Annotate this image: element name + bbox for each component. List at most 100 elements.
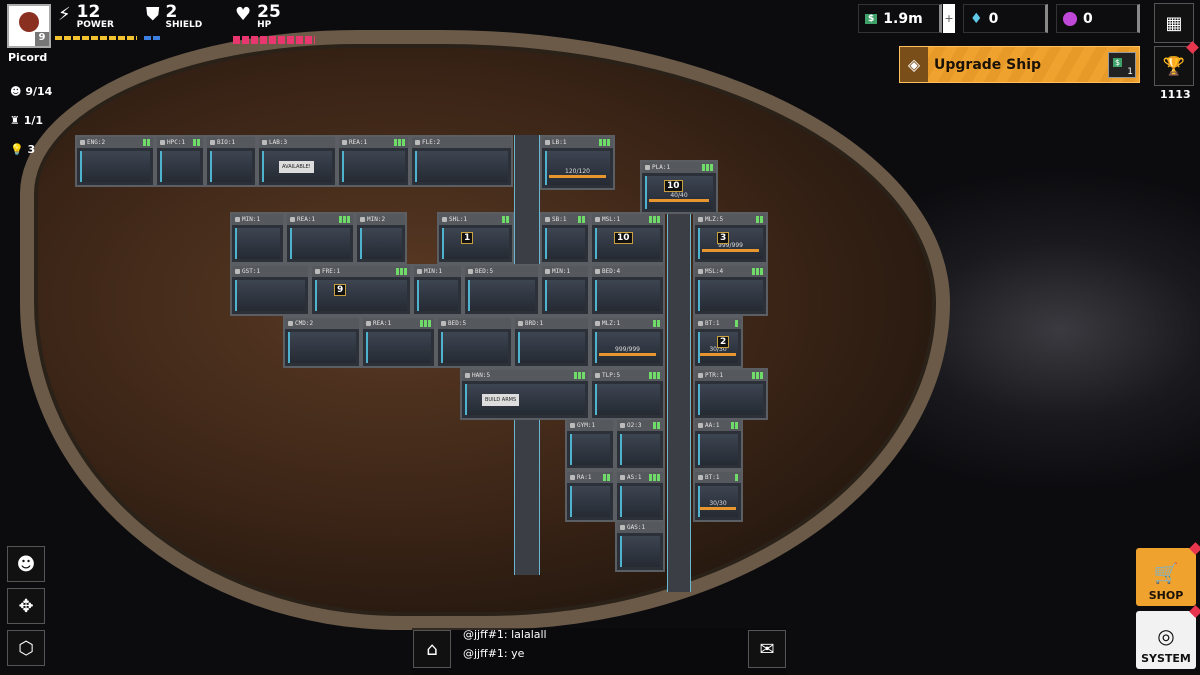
room-sb-1[interactable]: SB:1 [540, 212, 590, 264]
upgrade-cost: $1 [1108, 51, 1136, 78]
room-bed-5[interactable]: BED:5 [463, 264, 540, 316]
room-interior [360, 228, 402, 259]
room-interior [595, 280, 660, 311]
room-gym-1[interactable]: GYM:1 [565, 418, 615, 470]
room-sign: AVAILABLE! [279, 161, 314, 173]
shield-bar [144, 36, 160, 40]
shop-label: SHOP [1148, 589, 1184, 602]
heart-icon: ♥ [235, 4, 252, 25]
room-label: TLP:5 [592, 370, 663, 381]
room-label: HAN:5 [462, 370, 588, 381]
room-brd-1[interactable]: BRD:1 [513, 316, 590, 368]
research-button[interactable]: ✥ [7, 588, 45, 624]
room-rea-1[interactable]: REA:1 [337, 135, 410, 187]
room-bed-4[interactable]: BED:4 [590, 264, 665, 316]
room-interior [620, 486, 660, 517]
build-button[interactable]: ⬡ [7, 630, 45, 666]
room-power-indicator [731, 422, 738, 429]
room-power-indicator [143, 139, 150, 146]
gas-icon [1063, 11, 1077, 26]
chat-bar[interactable] [412, 628, 787, 675]
room-hp-bar: 30/30 [699, 501, 737, 510]
power-label: POWER [76, 20, 114, 30]
room-eng-2[interactable]: ENG:2 [75, 135, 155, 187]
room-mlz-1[interactable]: MLZ:1 999/999 [590, 316, 665, 368]
room-bio-1[interactable]: BIO:1 [205, 135, 257, 187]
room-ptr-1[interactable]: PTR:1 [693, 368, 768, 420]
trophy-button[interactable]: 🏆 [1154, 41, 1199, 86]
cube-icon: ⬡ [18, 637, 34, 659]
room-power-indicator [649, 216, 660, 223]
upgrade-icon: ◈ [900, 47, 928, 82]
room-msl-4[interactable]: MSL:4 [693, 264, 768, 316]
room-o2-3[interactable]: O2:3 [615, 418, 665, 470]
player-avatar[interactable]: 9 [7, 4, 51, 48]
room-min-1[interactable]: MIN:1 [540, 264, 590, 316]
add-money-button[interactable]: + [943, 4, 955, 33]
room-interior [698, 280, 763, 311]
room-label: MLZ:1 [592, 318, 663, 329]
crew-button[interactable]: ☻ [7, 546, 45, 582]
trophy-icon: 🏆 [1162, 55, 1186, 77]
room-power-indicator [653, 422, 660, 429]
room-interior [595, 332, 660, 363]
room-label: GAS:1 [617, 522, 663, 533]
shop-button[interactable]: 🛒 SHOP [1136, 542, 1200, 606]
player-name: Picord [8, 51, 48, 64]
room-label: BED:5 [465, 266, 538, 277]
room-gst-1[interactable]: GST:1 [230, 264, 310, 316]
player-level: 9 [35, 32, 49, 46]
power-value: 12 [76, 2, 101, 22]
shield-value: 2 [165, 2, 178, 22]
lightning-icon: ⚡ [58, 4, 71, 25]
beetle-icon: ✥ [18, 595, 34, 617]
room-gas-1[interactable]: GAS:1 [615, 520, 665, 572]
room-aa-1[interactable]: AA:1 [693, 418, 743, 470]
mail-button[interactable]: ✉ [748, 630, 786, 668]
room-label: MSL:4 [695, 266, 766, 277]
room-label: REA:1 [363, 318, 434, 329]
room-power-indicator [502, 216, 509, 223]
room-interior [160, 151, 200, 182]
room-interior [366, 332, 431, 363]
market-button[interactable]: ⌂ [413, 630, 451, 668]
room-min-1[interactable]: MIN:1 [412, 264, 463, 316]
room-ra-1[interactable]: RA:1 [565, 470, 615, 522]
room-rea-1[interactable]: REA:1 [285, 212, 355, 264]
room-bed-5[interactable]: BED:5 [436, 316, 513, 368]
crew-count[interactable]: ☻ 9/14 [10, 85, 52, 98]
upgrade-label: Upgrade Ship [934, 56, 1042, 73]
upgrade-ship-button[interactable]: ◈ Upgrade Ship $1 [899, 46, 1140, 83]
room-label: ENG:2 [77, 137, 153, 148]
room-as-1[interactable]: AS:1 [615, 470, 665, 522]
crew-level-badge: 10 [614, 232, 633, 244]
room-cmd-2[interactable]: CMD:2 [283, 316, 361, 368]
room-label: GYM:1 [567, 420, 613, 431]
special-crew-count[interactable]: ♜ 1/1 [10, 114, 43, 127]
ship-menu-button[interactable]: ▦ [1154, 3, 1194, 43]
room-power-indicator [649, 372, 660, 379]
ideas-count[interactable]: 💡 3 [10, 143, 35, 156]
room-tlp-5[interactable]: TLP:5 [590, 368, 665, 420]
room-min-1[interactable]: MIN:1 [230, 212, 285, 264]
room-fle-2[interactable]: FLE:2 [410, 135, 513, 187]
system-button[interactable]: ◎ SYSTEM [1136, 605, 1200, 669]
room-hpc-1[interactable]: HPC:1 [155, 135, 205, 187]
room-label: FLE:2 [412, 137, 511, 148]
crew-face-icon: ☻ [16, 553, 36, 575]
room-power-indicator [599, 139, 610, 146]
room-hp-text: 999/999 [615, 346, 640, 353]
crystal-icon: ♦ [970, 10, 983, 27]
room-rea-1[interactable]: REA:1 [361, 316, 436, 368]
room-min-2[interactable]: MIN:2 [355, 212, 407, 264]
